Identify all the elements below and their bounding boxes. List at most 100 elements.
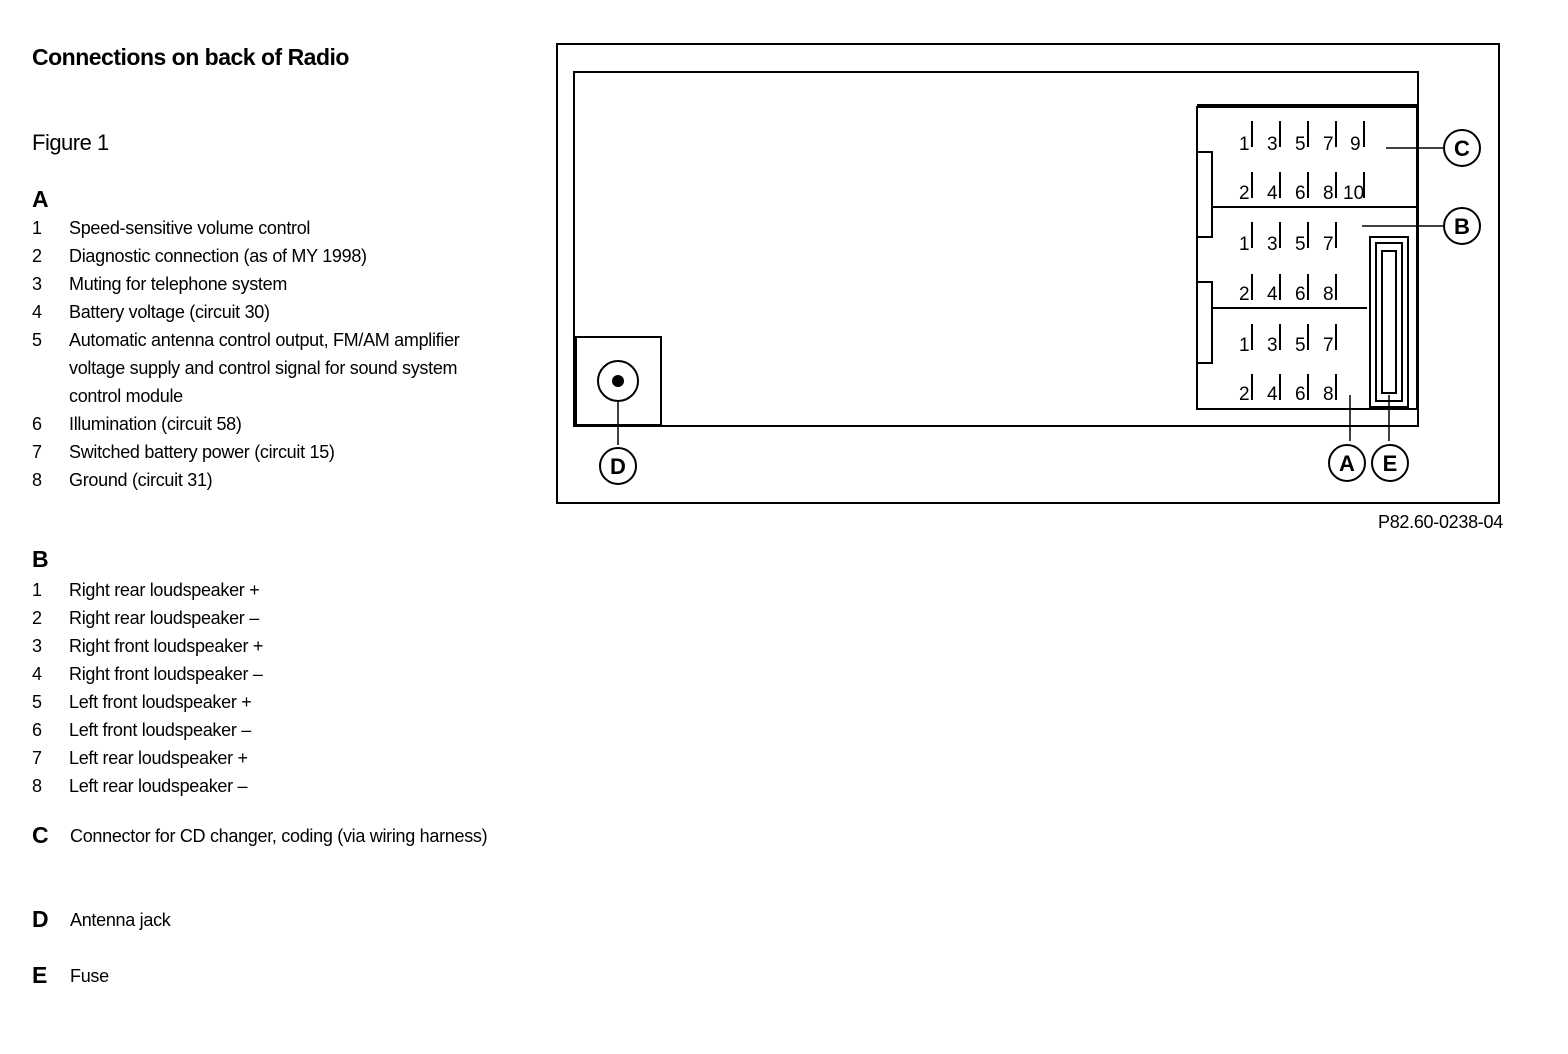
- section-d-letter: D: [32, 906, 49, 932]
- item-number: 6: [32, 414, 42, 434]
- item-text: Battery voltage (circuit 30): [69, 302, 270, 322]
- pin-c-10: 10: [1343, 183, 1364, 204]
- list-item: 4 Right front loudspeaker –: [32, 660, 263, 688]
- item-text: Illumination (circuit 58): [69, 414, 242, 434]
- list-item: 5 Automatic antenna control output, FM/A…: [32, 326, 460, 410]
- diagram-outer-frame: [556, 43, 1500, 504]
- item-text: Diagnostic connection (as of MY 1998): [69, 246, 367, 266]
- pin-c-5: 5: [1295, 134, 1306, 155]
- item-text: Right rear loudspeaker –: [69, 608, 259, 628]
- pin-b-5: 5: [1295, 234, 1306, 255]
- antenna-jack-pin: [612, 375, 624, 387]
- callout-e-circle: [1371, 444, 1409, 482]
- pin-b-4: 4: [1267, 284, 1278, 305]
- list-item: 8 Ground (circuit 31): [32, 466, 432, 494]
- pin-a-5: 5: [1295, 335, 1306, 356]
- pin-b-3: 3: [1267, 234, 1278, 255]
- list-item: 3 Right front loudspeaker +: [32, 632, 263, 660]
- section-b-letter: B: [32, 546, 49, 572]
- pin-ticks: [1251, 121, 1365, 400]
- pin-a-7: 7: [1323, 335, 1334, 356]
- pin-c-9: 9: [1350, 134, 1361, 155]
- item-number: 8: [32, 776, 42, 796]
- item-text: Speed-sensitive volume control: [69, 218, 311, 238]
- pin-b-6: 6: [1295, 284, 1306, 305]
- item-text: Switched battery power (circuit 15): [69, 442, 335, 462]
- pin-a-8: 8: [1323, 384, 1334, 405]
- item-text-line: Automatic antenna control output, FM/AM …: [69, 330, 460, 350]
- list-item: 1 Right rear loudspeaker +: [32, 576, 260, 604]
- item-text: Left front loudspeaker +: [69, 692, 252, 712]
- pin-c-3: 3: [1267, 134, 1278, 155]
- item-number: 5: [32, 330, 42, 350]
- item-text: Right front loudspeaker +: [69, 636, 264, 656]
- list-item: 6 Illumination (circuit 58): [32, 410, 432, 438]
- item-number: 7: [32, 748, 42, 768]
- list-item: 4 Battery voltage (circuit 30): [32, 298, 432, 326]
- pin-a-1: 1: [1239, 335, 1250, 356]
- item-number: 3: [32, 274, 42, 294]
- leader-lines: [617, 147, 1443, 445]
- pin-a-6: 6: [1295, 384, 1306, 405]
- pin-c-4: 4: [1267, 183, 1278, 204]
- page-title: Connections on back of Radio: [32, 44, 349, 70]
- item-number: 5: [32, 692, 42, 712]
- list-item: 8 Left rear loudspeaker –: [32, 772, 248, 800]
- item-text-line: control module: [69, 386, 183, 406]
- list-item: 1 Speed-sensitive volume control: [32, 214, 432, 242]
- section-a: A 1 Speed-sensitive volume control 2 Dia…: [32, 186, 460, 494]
- list-item: 6 Left front loudspeaker –: [32, 716, 251, 744]
- latch-upper: [1197, 151, 1213, 238]
- pin-a-2: 2: [1239, 384, 1250, 405]
- item-text: Muting for telephone system: [69, 274, 288, 294]
- item-number: 6: [32, 720, 42, 740]
- callout-a-label: A: [1339, 451, 1355, 476]
- connector-block: [1196, 106, 1418, 410]
- list-item: 2 Right rear loudspeaker –: [32, 604, 259, 632]
- list-item: 7 Left rear loudspeaker +: [32, 744, 248, 772]
- pin-b-2: 2: [1239, 284, 1250, 305]
- item-number: 8: [32, 470, 42, 490]
- section-e-text: Fuse: [70, 966, 109, 986]
- callout-b-label: B: [1454, 214, 1470, 239]
- item-number: 4: [32, 302, 42, 322]
- item-text-line: voltage supply and control signal for so…: [69, 358, 458, 378]
- section-a-letter: A: [32, 186, 49, 212]
- item-text: Right rear loudspeaker +: [69, 580, 260, 600]
- callout-c-label: C: [1454, 136, 1470, 161]
- callout-b-circle: [1443, 207, 1481, 245]
- item-number: 2: [32, 246, 42, 266]
- fuse-mid: [1375, 242, 1403, 402]
- part-code: P82.60-0238-04: [1378, 512, 1503, 532]
- pin-b-1: 1: [1239, 234, 1250, 255]
- radio-body: [573, 71, 1419, 427]
- callout-a-circle: [1328, 444, 1366, 482]
- callout-c-circle: [1443, 129, 1481, 167]
- section-c-letter: C: [32, 822, 49, 848]
- pin-b-7: 7: [1323, 234, 1334, 255]
- item-number: 2: [32, 608, 42, 628]
- section-d-text: Antenna jack: [70, 910, 171, 930]
- item-text: Ground (circuit 31): [69, 470, 213, 490]
- list-item: 2 Diagnostic connection (as of MY 1998): [32, 242, 432, 270]
- callout-d-circle: [599, 447, 637, 485]
- item-text: Left front loudspeaker –: [69, 720, 251, 740]
- list-item: 5 Left front loudspeaker +: [32, 688, 252, 716]
- figure-label: Figure 1: [32, 130, 109, 155]
- latch-lower: [1197, 281, 1213, 364]
- item-text: Left rear loudspeaker –: [69, 776, 248, 796]
- item-number: 7: [32, 442, 42, 462]
- fuse-inner: [1381, 250, 1397, 394]
- list-item: 7 Switched battery power (circuit 15): [32, 438, 432, 466]
- item-number: 1: [32, 218, 42, 238]
- callout-e-label: E: [1383, 451, 1398, 476]
- item-text: Left rear loudspeaker +: [69, 748, 248, 768]
- section-e-letter: E: [32, 962, 48, 988]
- item-number: 4: [32, 664, 42, 684]
- section-c-text: Connector for CD changer, coding (via wi…: [70, 826, 488, 846]
- pin-a-4: 4: [1267, 384, 1278, 405]
- item-text: Right front loudspeaker –: [69, 664, 263, 684]
- pin-c-7: 7: [1323, 134, 1334, 155]
- pin-b-8: 8: [1323, 284, 1334, 305]
- pin-c-6: 6: [1295, 183, 1306, 204]
